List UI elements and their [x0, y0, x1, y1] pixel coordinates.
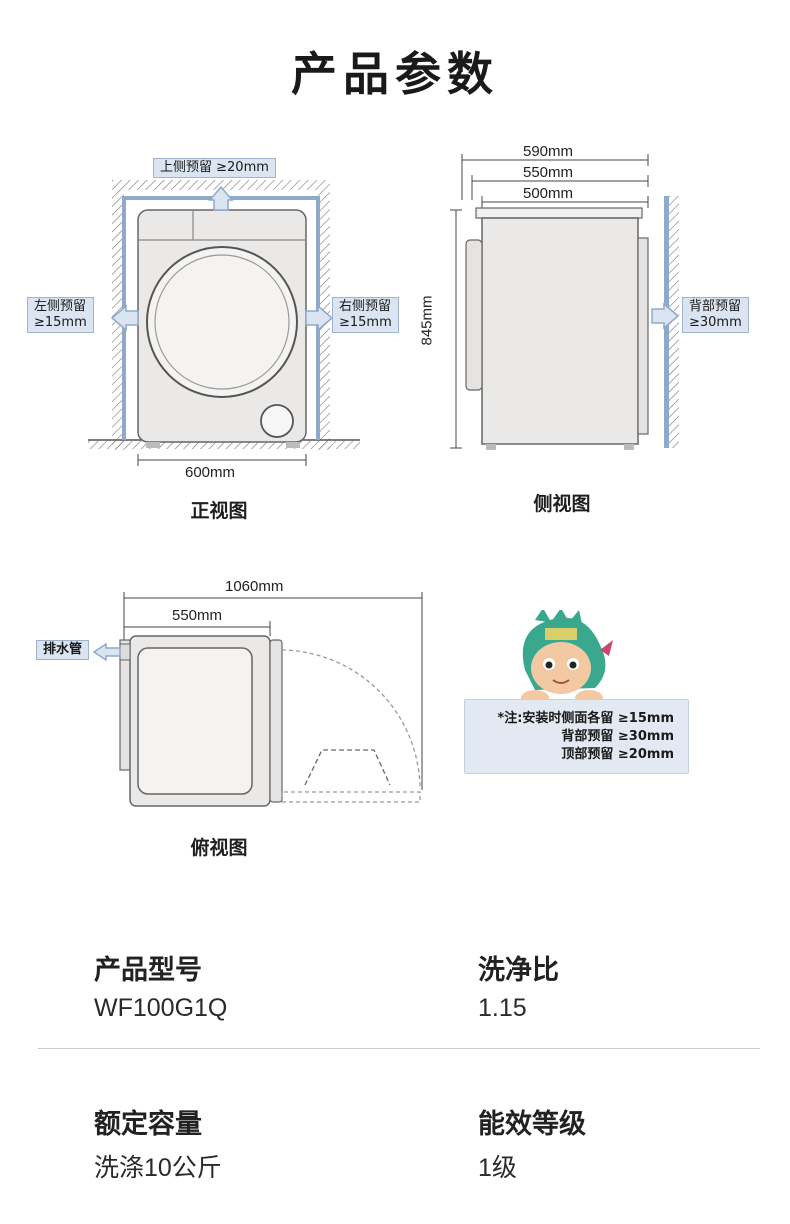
floor — [88, 440, 360, 449]
drain-hose-tag: 排水管 — [36, 640, 90, 660]
filter-cap — [260, 404, 294, 438]
mascot-illustration — [521, 610, 613, 706]
top-clearance-arrow — [208, 185, 234, 211]
spec-value-capacity: 洗涤10公斤 — [94, 1154, 222, 1182]
depth-500-dimension: 500mm — [523, 185, 574, 202]
washer-side — [481, 217, 639, 445]
front-width-dimension: 600mm — [185, 464, 236, 481]
spec-divider — [38, 1048, 760, 1049]
left-clearance-tag: 左侧预留≥15mm — [27, 297, 94, 333]
note-line-top: 顶部预留 ≥20mm — [561, 747, 674, 762]
side-view-drawing — [450, 154, 680, 450]
installation-note: *注:安装时侧面各留 ≥15mm 背部预留 ≥30mm 顶部预留 ≥20mm — [464, 699, 689, 774]
left-clearance-arrow — [110, 304, 139, 332]
spec-label-model: 产品型号 — [94, 955, 202, 986]
right-clearance-arrow — [305, 304, 334, 332]
spec-value-energy-grade: 1级 — [478, 1154, 517, 1182]
spec-value-wash-ratio: 1.15 — [478, 994, 527, 1022]
page-title: 产品参数 — [291, 47, 499, 101]
front-view-drawing — [88, 180, 360, 466]
body-depth-dimension: 550mm — [172, 607, 223, 624]
note-line-side: *注:安装时侧面各留 ≥15mm — [497, 711, 674, 726]
front-view-caption: 正视图 — [190, 500, 248, 522]
door-closed — [269, 639, 283, 803]
note-line-back: 背部预留 ≥30mm — [561, 729, 674, 744]
total-depth-dimension: 1060mm — [225, 578, 284, 595]
door-swing-arc — [281, 649, 421, 789]
depth-590-dimension: 590mm — [523, 143, 574, 160]
spec-value-model: WF100G1Q — [94, 994, 228, 1022]
spec-label-capacity: 额定容量 — [94, 1109, 202, 1140]
back-clearance-arrow — [651, 302, 680, 330]
spec-label-energy-grade: 能效等级 — [478, 1109, 586, 1140]
top-view-drawing — [119, 592, 423, 807]
spec-label-wash-ratio: 洗净比 — [478, 955, 559, 986]
right-clearance-tag: 右侧预留≥15mm — [332, 297, 399, 333]
top-view-caption: 俯视图 — [190, 837, 248, 859]
washer-door — [146, 246, 298, 398]
top-clearance-tag: 上侧预留 ≥20mm — [153, 158, 276, 178]
door-open — [281, 791, 421, 803]
back-clearance-tag: 背部预留≥30mm — [682, 297, 749, 333]
drain-arrow — [92, 643, 121, 662]
door-profile — [465, 239, 483, 391]
height-dimension: 845mm — [418, 295, 436, 346]
back-wall — [669, 196, 679, 448]
depth-550-dimension: 550mm — [523, 164, 574, 181]
side-view-caption: 侧视图 — [533, 493, 591, 515]
top-wall — [112, 180, 330, 190]
